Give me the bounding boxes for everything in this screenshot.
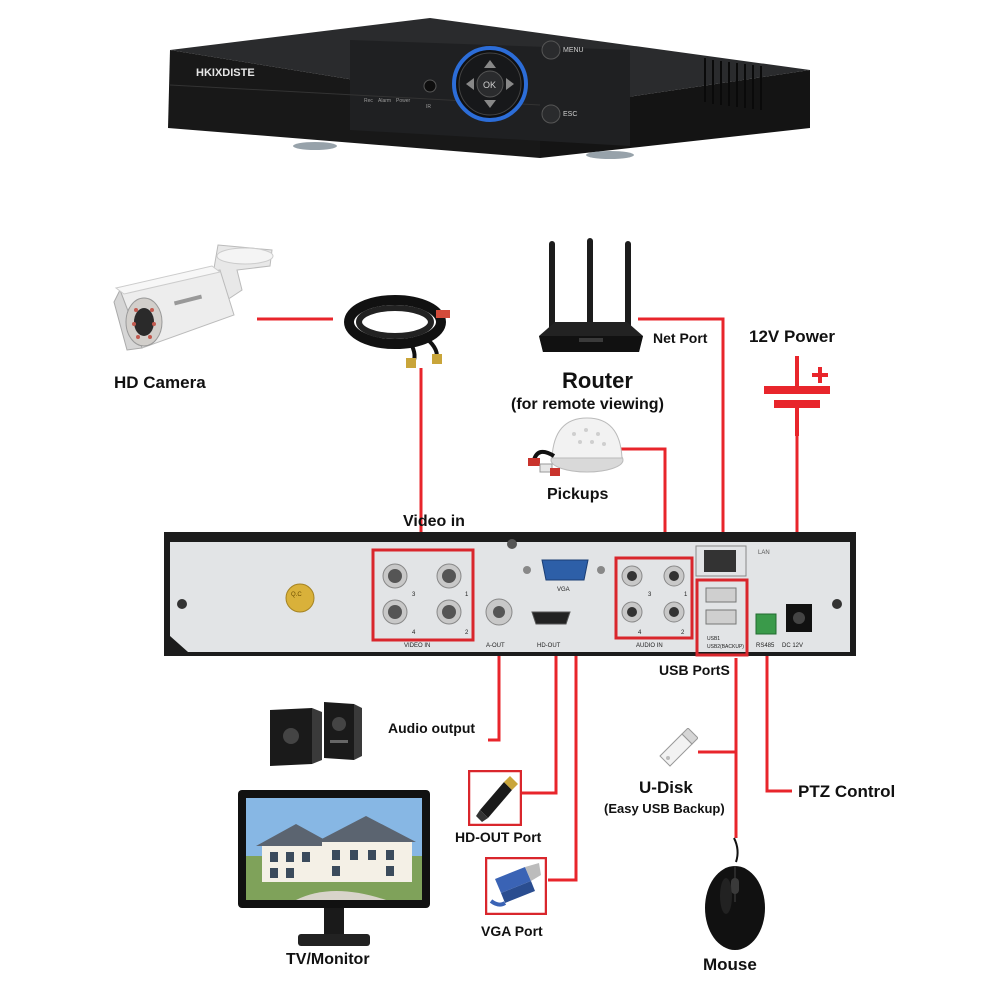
usb2-label: USB2(BACKUP) <box>707 644 744 650</box>
video-in-box <box>371 548 475 642</box>
usb-box <box>695 578 749 657</box>
usb1-port <box>705 587 737 603</box>
net-port-wire <box>638 317 725 552</box>
qc-sticker: Q.C <box>291 592 302 598</box>
video-in-panel-label: VIDEO IN <box>404 643 430 649</box>
mouse-icon <box>705 837 765 950</box>
video-port-2: 2 <box>465 630 469 636</box>
speakers-icon <box>270 702 362 766</box>
menu-label: MENU <box>563 47 584 54</box>
bnc-cable-icon <box>344 295 450 368</box>
audio-port-4: 4 <box>638 630 642 636</box>
menu-button[interactable] <box>541 40 561 60</box>
audio-port-2: 2 <box>681 630 685 636</box>
net-port-label: Net Port <box>653 330 708 346</box>
udisk-label: U-Disk <box>639 778 693 797</box>
audio-in-ports <box>621 565 685 623</box>
alarm-indicator: Alarm <box>378 98 391 104</box>
dvr-rear-panel: Q.C 3 1 4 2 VIDEO IN A-OUT VGA HD-OUT 3 … <box>164 532 856 657</box>
nav-up-icon[interactable] <box>484 60 496 68</box>
video-port-4: 4 <box>412 630 416 636</box>
hd-camera-label: HD Camera <box>114 373 206 392</box>
rs485-terminal <box>755 613 777 635</box>
dvr-vents <box>704 58 762 110</box>
audio-in-box <box>614 556 694 640</box>
video-in-label: Video in <box>403 513 465 530</box>
usb2-port <box>705 609 737 625</box>
router-icon <box>539 238 643 352</box>
connection-wires <box>257 317 799 882</box>
video-port-3: 3 <box>412 592 416 598</box>
power-symbol-icon <box>764 356 830 436</box>
hd-out-port-label: HD-OUT Port <box>455 829 542 845</box>
audio-output-wire <box>488 623 501 742</box>
audio-port-1: 1 <box>684 592 688 598</box>
pickup-mic-icon <box>528 417 624 476</box>
tv-monitor-label: TV/Monitor <box>286 951 370 968</box>
power-indicator: Power <box>396 98 411 104</box>
nav-left-icon[interactable] <box>466 78 474 90</box>
rec-indicator: Rec <box>364 98 373 104</box>
tv-monitor-icon <box>238 790 430 946</box>
vga-cable-icon <box>485 857 547 915</box>
hd-out-wire <box>522 652 558 795</box>
esc-button[interactable] <box>541 104 561 124</box>
ok-label: OK <box>483 80 496 90</box>
ir-sensor <box>423 79 437 93</box>
dvr-front-unit: HKIXDISTE Rec Alarm Power IR OK MENU ESC <box>168 18 810 159</box>
ptz-wire <box>765 626 792 793</box>
hd-camera-icon <box>113 244 274 351</box>
vga-label: VGA <box>557 587 570 593</box>
hd-out-label: HD-OUT <box>537 643 561 649</box>
vga-port <box>541 559 589 581</box>
mouse-label: Mouse <box>703 955 757 974</box>
lan-port <box>704 550 736 572</box>
usb1-label: USB1 <box>707 636 720 642</box>
vga-port-label: VGA Port <box>481 923 543 939</box>
hd-out-port <box>531 611 571 625</box>
router-sublabel: (for remote viewing) <box>511 396 664 413</box>
esc-label: ESC <box>563 111 577 118</box>
dc12v-label: DC 12V <box>782 643 803 649</box>
video-in-ports <box>382 563 462 625</box>
lan-label: LAN <box>758 550 770 556</box>
vga-wire <box>548 588 578 882</box>
power-label: 12V Power <box>749 327 835 346</box>
udisk-sublabel: (Easy USB Backup) <box>604 801 725 816</box>
ir-label: IR <box>426 104 431 110</box>
nav-down-icon[interactable] <box>484 100 496 108</box>
router-label: Router <box>562 368 633 393</box>
rs485-label: RS485 <box>756 643 775 649</box>
nav-right-icon[interactable] <box>506 78 514 90</box>
udisk-icon <box>659 728 698 767</box>
audio-port-3: 3 <box>648 592 652 598</box>
a-out-label: A-OUT <box>486 643 505 649</box>
ptz-label: PTZ Control <box>798 782 896 801</box>
hdmi-cable-icon <box>468 770 522 826</box>
ok-button[interactable] <box>476 70 504 98</box>
pickups-wire <box>617 447 667 558</box>
video-port-1: 1 <box>465 592 469 598</box>
audio-output-label: Audio output <box>388 720 476 736</box>
usb-ports-label: USB PortS <box>659 662 730 678</box>
pickups-label: Pickups <box>547 486 609 503</box>
audio-in-panel-label: AUDIO IN <box>636 643 663 649</box>
dvr-brand: HKIXDISTE <box>196 67 255 79</box>
